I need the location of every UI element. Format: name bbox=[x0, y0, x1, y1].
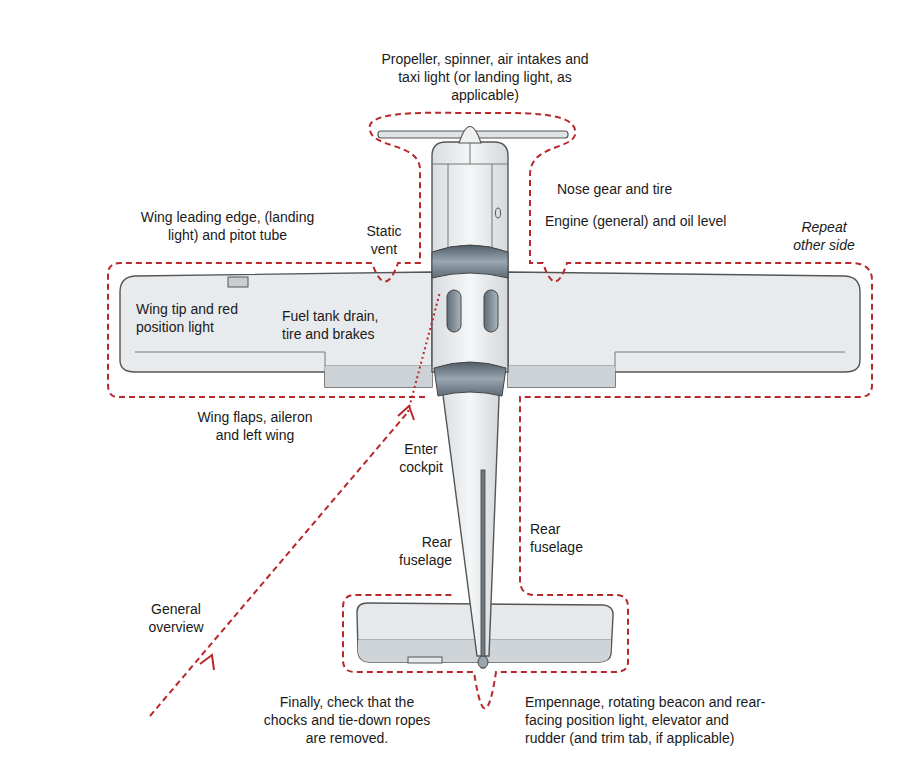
roof-window bbox=[447, 290, 461, 332]
part-label: Fuel tank drain, tire and brakes bbox=[282, 307, 395, 343]
cockpit-entry-route bbox=[408, 292, 440, 412]
left-control-surfaces bbox=[135, 352, 432, 387]
part-label: Nose gear and tire bbox=[557, 180, 707, 198]
right-control-surfaces bbox=[508, 352, 845, 387]
part-label: Rear fuselage bbox=[530, 520, 598, 556]
rear-fuselage bbox=[440, 372, 500, 656]
fuselage bbox=[432, 142, 508, 372]
part-label: Empennage, rotating beacon and rear-faci… bbox=[525, 693, 768, 747]
walkaround-route bbox=[108, 113, 872, 709]
route-arrowhead bbox=[398, 406, 414, 420]
part-label: Enter cockpit bbox=[393, 440, 449, 476]
part-label: Wing flaps, aileron and left wing bbox=[190, 408, 320, 444]
part-label: Finally, check that the chocks and tie-d… bbox=[262, 693, 432, 747]
rear-window bbox=[434, 362, 506, 396]
roof-window bbox=[484, 290, 498, 332]
landing-light bbox=[228, 277, 248, 287]
left-wing bbox=[120, 272, 432, 387]
part-label: Wing leading edge, (landing light) and p… bbox=[130, 208, 325, 244]
part-label: Rear fuselage bbox=[384, 533, 452, 569]
part-label: Propeller, spinner, air intakes and taxi… bbox=[370, 50, 600, 104]
part-label: General overview bbox=[138, 600, 214, 636]
part-label: Engine (general) and oil level bbox=[545, 212, 760, 230]
trim-tab bbox=[408, 657, 442, 663]
right-flap bbox=[508, 366, 615, 387]
rotating-beacon bbox=[478, 656, 488, 668]
right-wing bbox=[508, 272, 860, 387]
oil-cap bbox=[496, 208, 501, 218]
part-label: Wing tip and red position light bbox=[136, 300, 261, 336]
spinner bbox=[459, 127, 481, 144]
left-flap bbox=[325, 366, 432, 387]
part-label: Repeat other side bbox=[784, 218, 864, 254]
part-label: Static vent bbox=[358, 222, 410, 258]
windshield bbox=[432, 245, 508, 278]
cowling-lines bbox=[432, 142, 508, 250]
route-arrowhead bbox=[200, 655, 214, 670]
vertical-fin bbox=[481, 470, 485, 668]
approach-route bbox=[150, 412, 408, 716]
